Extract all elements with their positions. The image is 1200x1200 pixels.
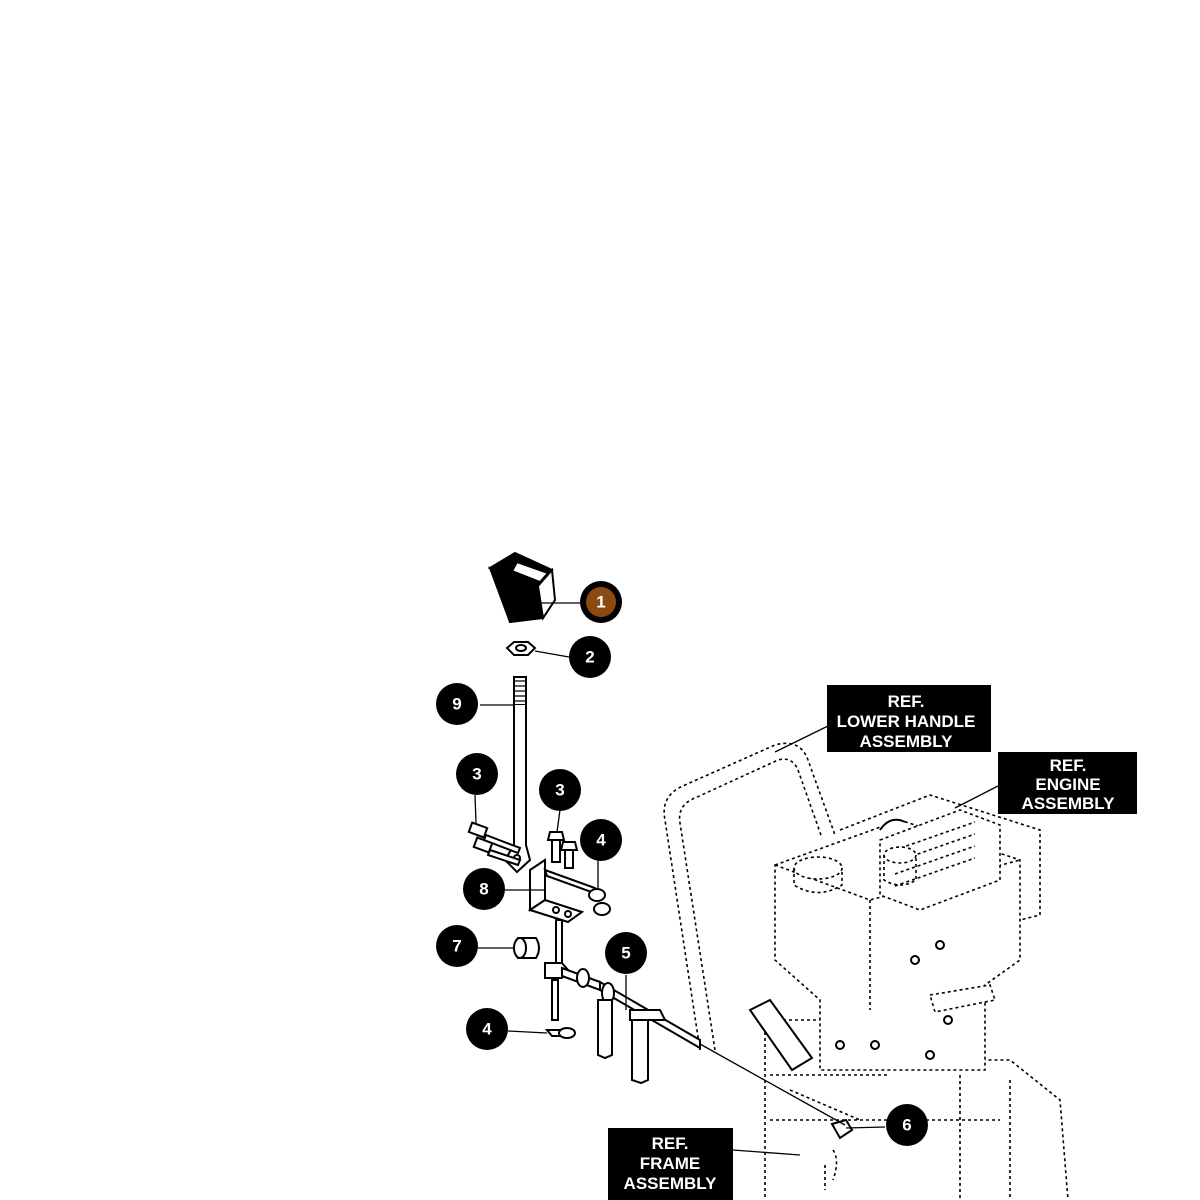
ref-engine-line1: REF. [1050,756,1087,775]
callout-3-left: 3 [456,753,498,795]
callout-3-right-number: 3 [555,781,564,800]
callout-7-number: 7 [452,937,461,956]
callout-1-highlight [586,587,616,617]
callout-8-number: 8 [479,880,488,899]
ref-engine-line2: ENGINE [1035,775,1100,794]
bushing-part [513,937,540,959]
lock-nut-lower-part [544,1027,576,1039]
knob-part [487,551,557,624]
callout-5: 5 [605,932,647,974]
shift-lever-part [503,676,532,874]
callout-4-upper: 4 [580,819,622,861]
ref-lower-handle-line2: LOWER HANDLE [837,712,976,731]
bracket-part [527,858,599,924]
callout-7: 7 [436,925,478,967]
callout-6-number: 6 [902,1116,911,1135]
ref-frame-box: REF. FRAME ASSEMBLY [608,1128,733,1200]
callout-3-right: 3 [539,769,581,811]
callout-6: 6 [886,1104,928,1146]
callout-2-number: 2 [585,648,594,667]
callout-1: 1 [580,581,622,623]
bolt-right-part [546,831,579,869]
callout-8: 8 [463,868,505,910]
ref-lower-handle-line3: ASSEMBLY [860,732,954,751]
frame-nut-part [830,1118,854,1140]
callout-2: 2 [569,636,611,678]
ref-frame-line3: ASSEMBLY [624,1174,718,1193]
ref-lower-handle-box: REF. LOWER HANDLE ASSEMBLY [827,685,991,752]
hex-nut-part [505,641,537,656]
callout-4-lower-number: 4 [482,1020,492,1039]
ref-engine-line3: ASSEMBLY [1022,794,1116,813]
callout-3-left-number: 3 [472,765,481,784]
callout-9: 9 [436,683,478,725]
ref-lower-handle-line1: REF. [888,692,925,711]
callout-5-number: 5 [621,944,630,963]
callout-4-upper-number: 4 [596,831,606,850]
ref-engine-box: REF. ENGINE ASSEMBLY [998,752,1137,814]
ref-frame-line2: FRAME [640,1154,700,1173]
callout-1-number: 1 [596,593,605,612]
lock-nut-upper-part [588,888,611,916]
shift-rod-part [544,962,701,1085]
ref-frame-line1: REF. [652,1134,689,1153]
leader-lines [474,602,1001,1156]
callout-9-number: 9 [452,695,461,714]
bolt-left-part [467,821,522,867]
callout-4-lower: 4 [466,1008,508,1050]
